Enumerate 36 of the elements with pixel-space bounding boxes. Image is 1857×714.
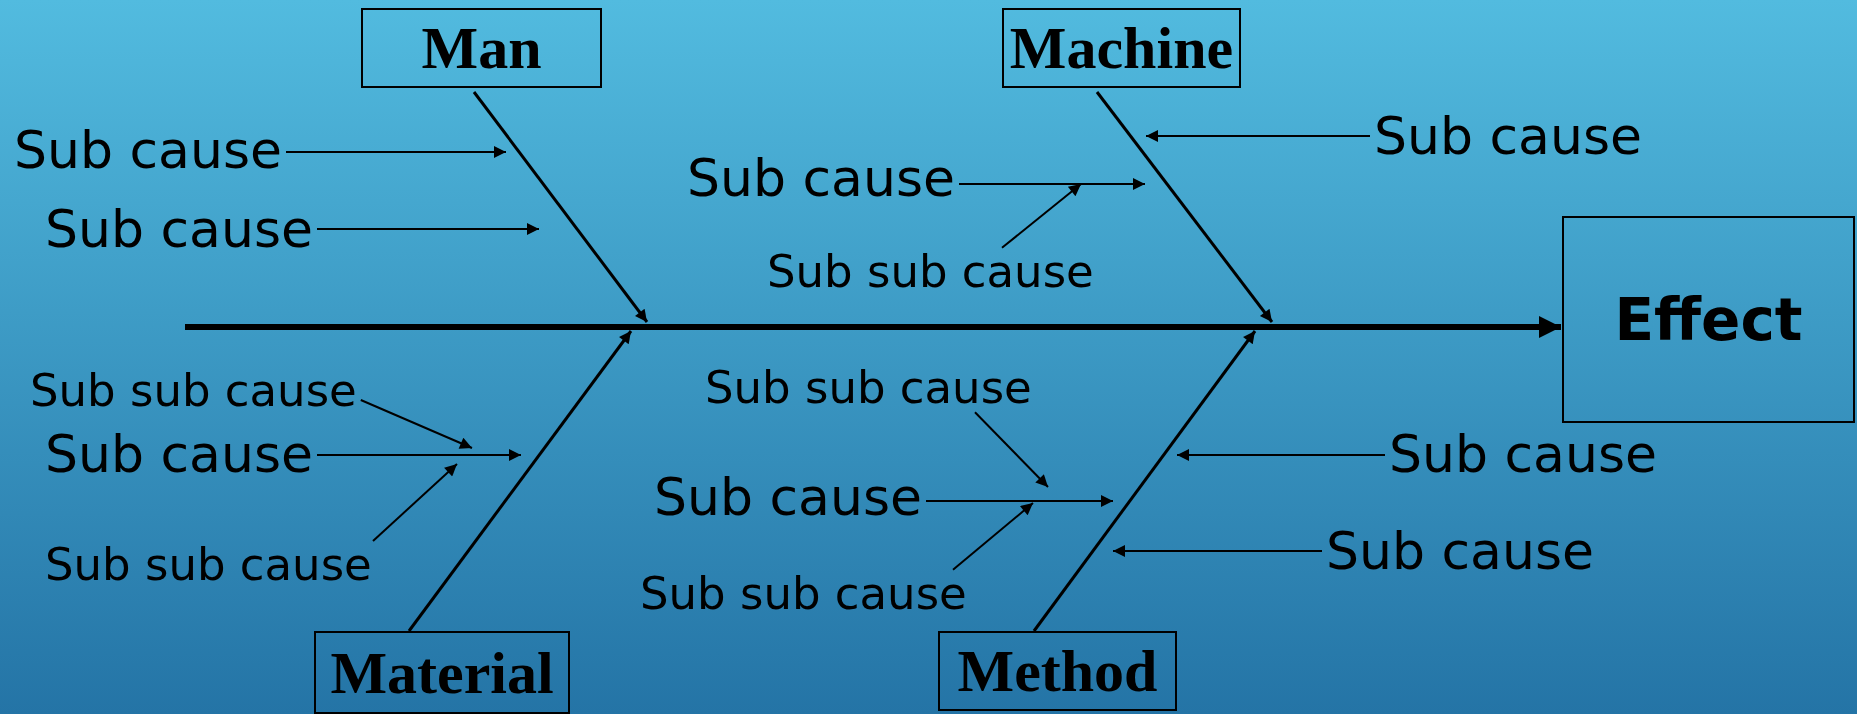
arrow xyxy=(472,91,649,323)
arrow xyxy=(952,502,1034,571)
arrow xyxy=(1001,183,1082,249)
cause-category-box: Machine xyxy=(1002,8,1241,88)
effect-box: Effect xyxy=(1562,216,1855,423)
sub-cause-label: Sub cause xyxy=(45,205,313,253)
arrow xyxy=(1095,91,1274,323)
sub-sub-cause-label: Sub sub cause xyxy=(640,573,967,615)
arrow xyxy=(372,463,458,542)
arrow xyxy=(958,178,1146,190)
sub-sub-cause-label: Sub sub cause xyxy=(45,544,372,586)
arrow xyxy=(1032,330,1257,632)
arrow xyxy=(407,330,633,632)
arrow xyxy=(1112,545,1323,557)
sub-cause-label: Sub cause xyxy=(654,473,922,521)
arrow xyxy=(359,399,473,449)
sub-cause-label: Sub cause xyxy=(1389,430,1657,478)
cause-category-box: Method xyxy=(938,631,1177,711)
arrow xyxy=(316,449,522,461)
arrow xyxy=(285,146,507,158)
arrow xyxy=(316,223,540,235)
sub-cause-label: Sub cause xyxy=(45,430,313,478)
sub-sub-cause-label: Sub sub cause xyxy=(705,367,1032,409)
cause-category-box: Material xyxy=(314,631,570,714)
cause-category-box: Man xyxy=(361,8,602,88)
sub-cause-label: Sub cause xyxy=(1326,527,1594,575)
arrow xyxy=(925,495,1114,507)
arrow xyxy=(1145,130,1371,142)
sub-sub-cause-label: Sub sub cause xyxy=(767,251,1094,293)
spine-arrow xyxy=(185,316,1561,338)
arrow xyxy=(974,411,1049,488)
arrow xyxy=(1176,449,1386,461)
sub-cause-label: Sub cause xyxy=(1374,112,1642,160)
sub-cause-label: Sub cause xyxy=(687,154,955,202)
sub-sub-cause-label: Sub sub cause xyxy=(30,370,357,412)
sub-cause-label: Sub cause xyxy=(14,126,282,174)
